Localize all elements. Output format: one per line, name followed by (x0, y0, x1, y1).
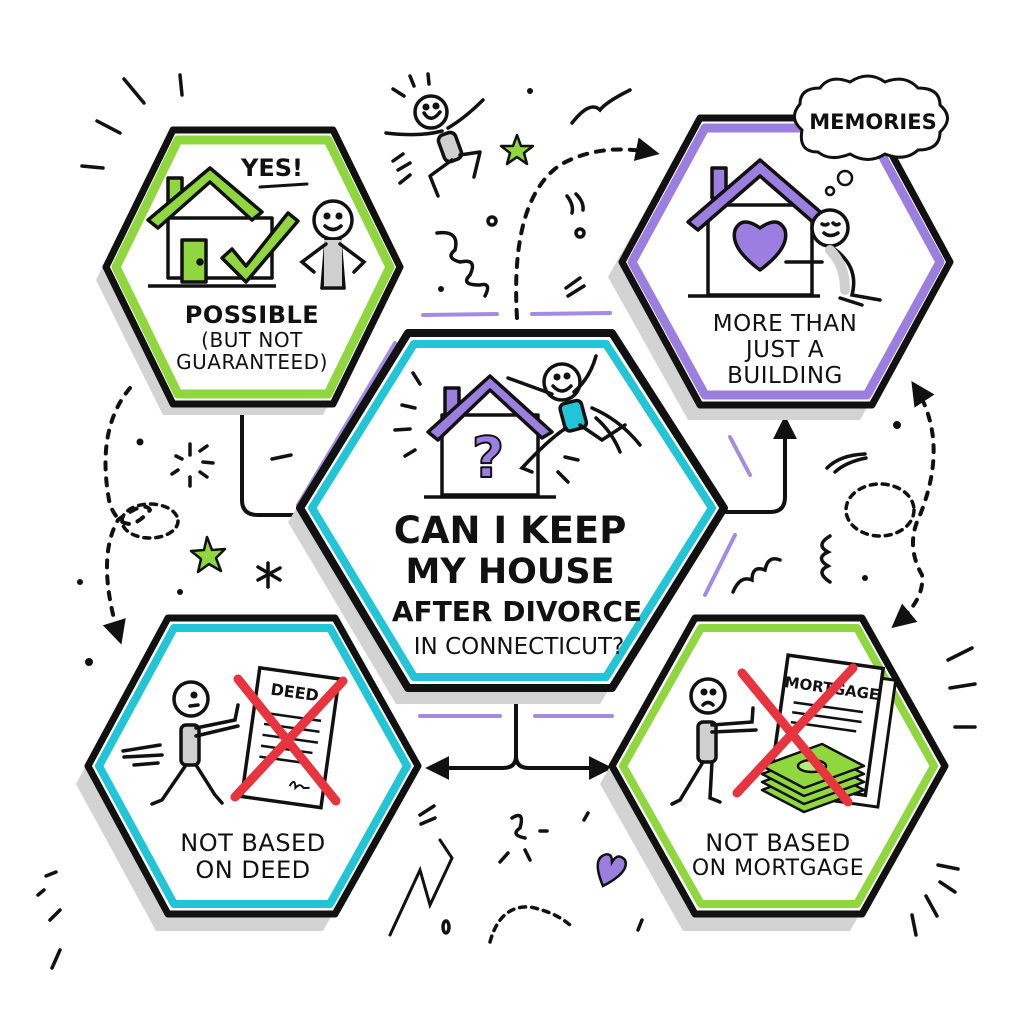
hex-node-not-based-on-deed[interactable]: DEED (76, 614, 422, 931)
yes-exclamation: YES! (240, 154, 303, 182)
label-line: POSSIBLE (184, 301, 320, 329)
star-icon (499, 133, 535, 166)
checkmark-icon (220, 211, 300, 284)
label-line: MORE THAN (712, 311, 858, 337)
label-line: (BUT NOT (201, 327, 303, 352)
center-title-line-4: IN CONNECTICUT? (414, 634, 624, 660)
red-x-icon (230, 674, 348, 806)
memories-text: MEMORIES (809, 110, 936, 134)
label-possible: POSSIBLE (BUT NOT GUARANTEED) (130, 302, 374, 374)
hex-node-possible[interactable]: YES! (96, 126, 404, 415)
label-line: BUILDING (727, 362, 843, 389)
center-title-line-1: CAN I KEEP (394, 509, 627, 552)
hex-node-not-based-on-mortgage[interactable]: MORTGAGE (600, 614, 949, 931)
yes-underline (258, 182, 309, 189)
connector-center-topright (718, 415, 797, 514)
label-more-than-building: MORE THAN JUST A BUILDING (660, 311, 910, 389)
thought-dot-icon (836, 169, 854, 187)
hex-node-more-than-building[interactable]: MEMORIES (608, 74, 954, 420)
red-x-icon (732, 663, 858, 807)
hugging-stick-figure (784, 208, 882, 307)
label-line: ON DEED (195, 855, 311, 884)
pushing-stick-figure (121, 680, 240, 806)
label-line: GUARANTEED) (176, 350, 328, 375)
center-title-line-2: MY HOUSE (406, 552, 615, 592)
svg-text:?: ? (472, 426, 504, 491)
money-stack-icon (760, 742, 866, 814)
house-question-icon: ? (424, 374, 556, 499)
label-not-based-on-mortgage: NOT BASED ON MORTGAGE (648, 830, 908, 882)
connector-center-bottomleft (425, 754, 518, 780)
label-line: NOT BASED (180, 829, 326, 857)
thought-dot-icon (824, 185, 836, 197)
dashed-connector-top (514, 137, 660, 320)
label-line: JUST A (745, 336, 825, 363)
label-line: NOT BASED (705, 829, 851, 857)
connector-center-bottomright (514, 754, 613, 780)
thought-cloud-icon (793, 74, 949, 161)
label-not-based-on-deed: NOT BASED ON DEED (128, 830, 378, 884)
hex-node-center-question[interactable]: ? CAN I KEEP MY HOUSE AFTER DIVORCE IN C… (288, 329, 728, 704)
heart-doodle-icon (596, 853, 627, 888)
star-icon (189, 535, 227, 574)
label-line: ON MORTGAGE (691, 855, 865, 881)
connector-topleft-center (240, 406, 310, 517)
dashed-connector-left (102, 386, 152, 645)
center-title-line-3: AFTER DIVORCE (392, 595, 642, 628)
jumping-stick-figure (384, 94, 485, 198)
jumping-stick-figure-center (393, 354, 642, 484)
dashed-connector-right (891, 380, 936, 629)
pushing-stick-figure (670, 677, 758, 806)
smiling-stick-figure (299, 199, 367, 290)
